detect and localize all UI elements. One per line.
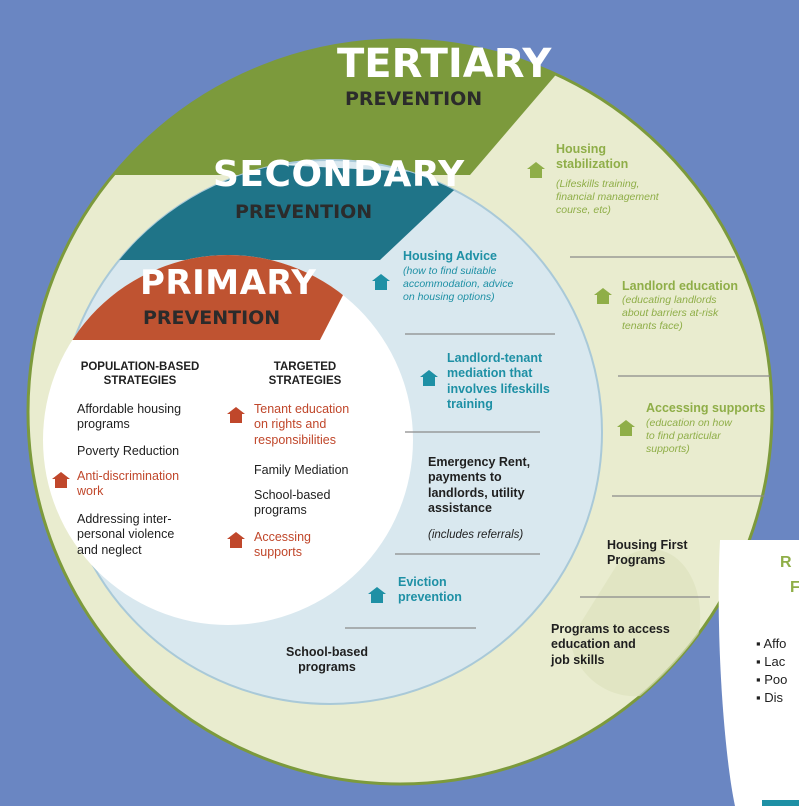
primary-subtitle: PREVENTION: [143, 307, 281, 329]
tertiary-subtitle: PREVENTION: [345, 88, 483, 110]
eviction-prevention: Eviction prevention: [398, 575, 462, 605]
housing-advice-title: Housing Advice: [403, 249, 497, 263]
primary-circle: [43, 255, 413, 625]
side-panel-bullet: ▪ Lac: [756, 654, 786, 669]
targeted-item-school-programs: School-based programs: [254, 488, 331, 518]
secondary-subtitle: PREVENTION: [235, 201, 373, 223]
landlord-education-note: (educating landlords about barriers at-r…: [622, 294, 719, 332]
primary-title: PRIMARY: [140, 263, 317, 303]
population-item-interpersonal-violence: Addressing inter- personal violence and …: [77, 512, 175, 557]
house-icon: [227, 407, 245, 423]
targeted-heading: TARGETED STRATEGIES: [268, 361, 342, 388]
house-icon: [420, 370, 438, 386]
side-panel-bullet-text: Poo: [764, 672, 788, 687]
population-heading: POPULATION-BASED STRATEGIES: [80, 361, 200, 388]
side-panel: [718, 540, 799, 806]
side-panel-heading-fragment-2: F: [790, 579, 799, 596]
house-icon: [52, 472, 70, 488]
house-icon: [617, 420, 635, 436]
emergency-rent-note: (includes referrals): [428, 529, 524, 541]
accessing-supports-title: Accessing supports: [646, 401, 766, 415]
landlord-education-title: Landlord education: [622, 279, 738, 293]
population-item-poverty-reduction: Poverty Reduction: [77, 444, 180, 458]
side-panel-heading-fragment: R: [780, 554, 792, 571]
side-panel-bullet: ▪ Poo: [756, 672, 788, 687]
side-panel-bullet: ▪ Dis: [756, 690, 784, 705]
side-panel-bullet-text: Lac: [764, 654, 786, 669]
house-icon: [594, 288, 612, 304]
house-icon: [368, 587, 386, 603]
house-icon: [527, 162, 545, 178]
side-panel-bullet-text: Dis: [764, 690, 784, 705]
housing-first-programs: Housing First Programs: [607, 538, 688, 568]
side-panel-bullet: ▪ Affo: [756, 636, 787, 651]
programs-access-education: Programs to access education and job ski…: [551, 622, 670, 667]
population-item-affordable-housing: Affordable housing programs: [77, 402, 182, 432]
housing-stabilization-title: Housing stabilization: [556, 142, 629, 172]
watermark-shape: [570, 549, 701, 697]
targeted-item-tenant-education: Tenant education on rights and responsib…: [254, 402, 350, 447]
secondary-title: SECONDARY: [213, 154, 465, 195]
housing-advice-note: (how to find suitable accommodation, adv…: [403, 265, 514, 303]
tertiary-title: TERTIARY: [337, 41, 552, 87]
house-icon: [227, 532, 245, 548]
side-panel-bullet-text: Affo: [763, 636, 787, 651]
landlord-tenant-mediation: Landlord-tenant mediation that involves …: [447, 351, 550, 411]
targeted-item-family-mediation: Family Mediation: [254, 463, 349, 477]
housing-stabilization-note: (Lifeskills training, financial manageme…: [556, 178, 659, 216]
school-based-programs: School-based programs: [286, 645, 368, 675]
targeted-item-accessing-supports: Accessing supports: [254, 530, 311, 560]
population-item-anti-discrimination: Anti-discrimination work: [77, 469, 180, 499]
house-icon: [372, 274, 390, 290]
accessing-supports-note: (education on how to find particular sup…: [646, 417, 732, 455]
emergency-rent: Emergency Rent, payments to landlords, u…: [428, 455, 531, 515]
